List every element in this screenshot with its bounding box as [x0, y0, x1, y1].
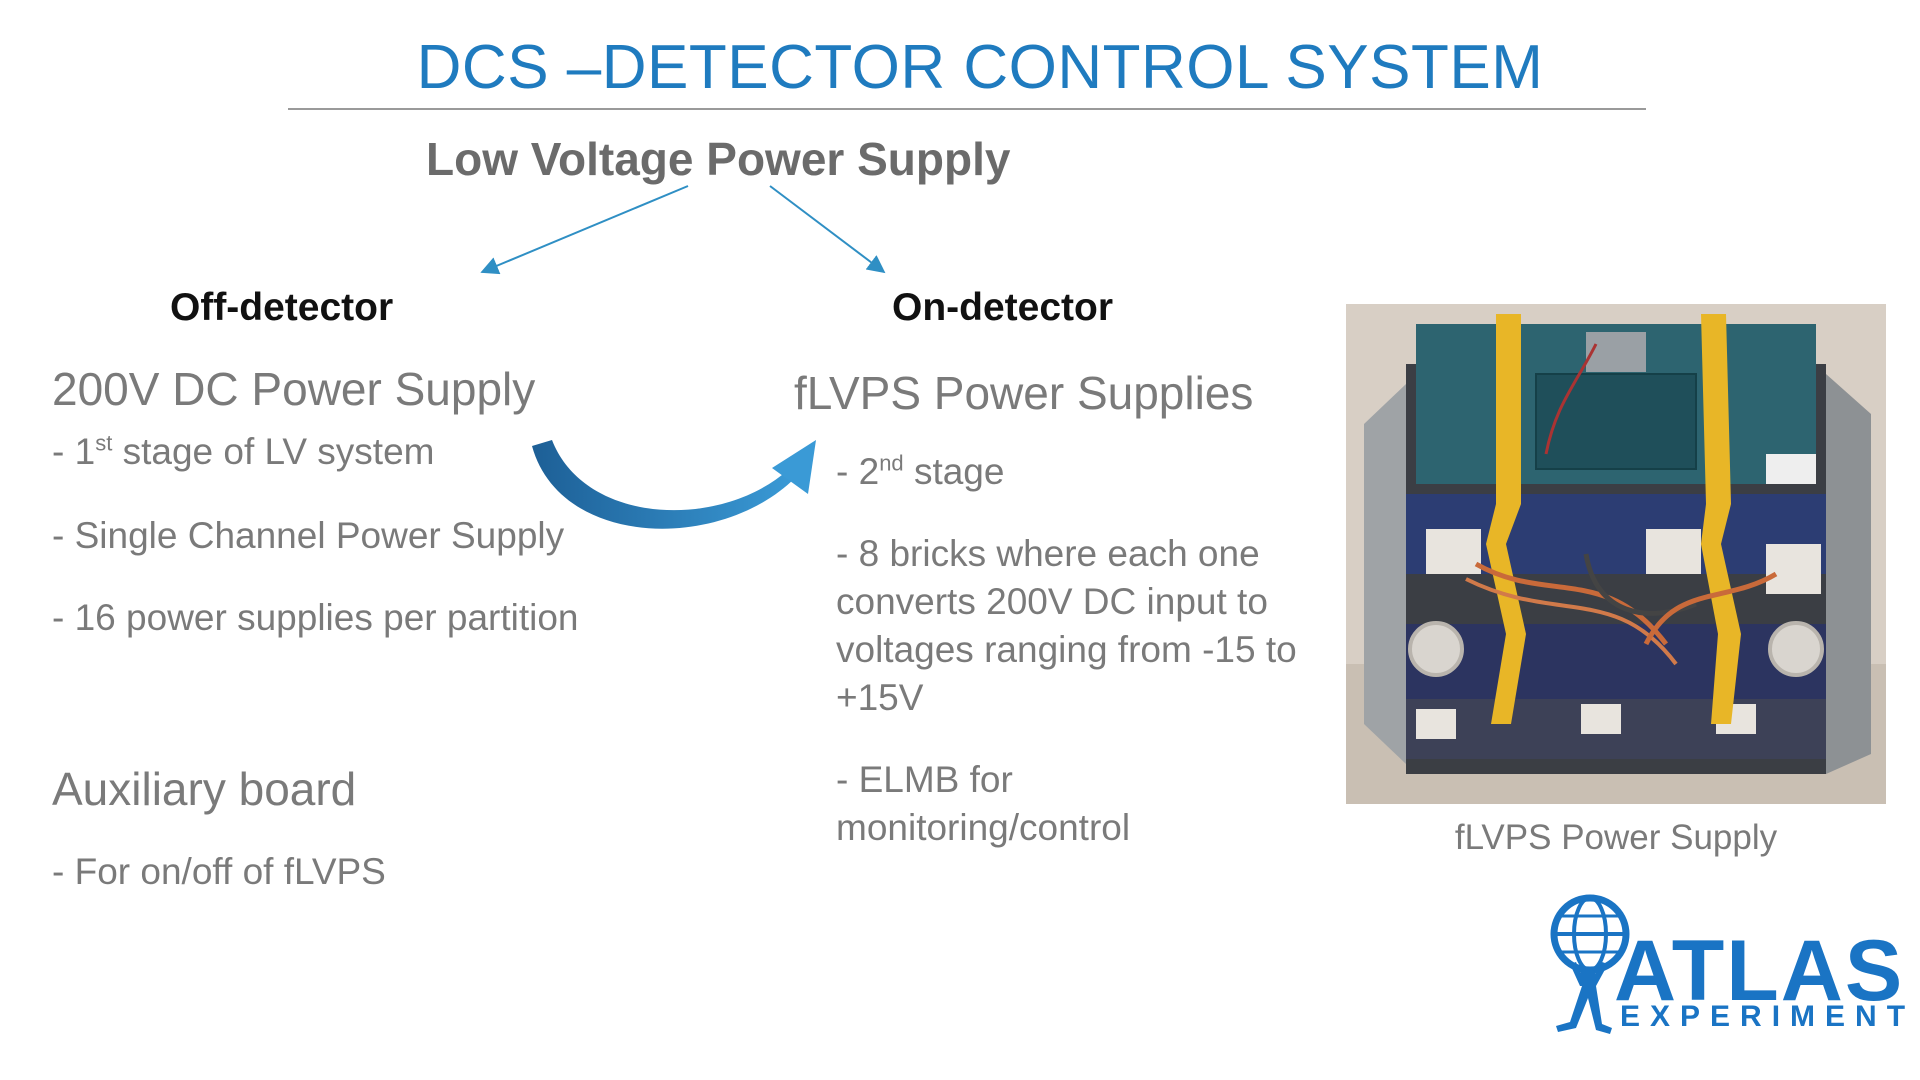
on-bullet-elmb: - ELMB for monitoring/control — [836, 759, 1131, 848]
branch-arrow-left-icon — [480, 185, 689, 275]
flvps-photo — [1346, 304, 1886, 804]
on-detector-heading: On-detector — [892, 286, 1114, 329]
atlas-logo: ATLAS EXPERIMENT — [1540, 894, 1905, 1044]
off-bullet-on-off: - For on/off of fLVPS — [52, 851, 386, 892]
off-detector-heading: Off-detector — [170, 286, 394, 329]
on-bullet-bricks: - 8 bricks where each one converts 200V … — [836, 533, 1297, 718]
title-divider — [288, 108, 1646, 110]
atlas-logo-sub: EXPERIMENT — [1620, 1000, 1916, 1033]
off-bullet-single-channel: - Single Channel Power Supply — [52, 515, 565, 556]
power-supply-200v-title: 200V DC Power Supply — [52, 363, 536, 415]
off-bullet-16-supplies: - 16 power supplies per partition — [52, 597, 579, 638]
branch-arrow-right-icon — [769, 185, 886, 274]
slide-subtitle: Low Voltage Power Supply — [426, 133, 1011, 185]
atlas-logo-name: ATLAS — [1614, 923, 1905, 1019]
auxiliary-board-title: Auxiliary board — [52, 763, 357, 815]
off-bullet-stage: - 1st stage of LV system — [52, 430, 435, 472]
slide-title: DCS –DETECTOR CONTROL SYSTEM — [416, 33, 1544, 102]
flvps-supplies-title: fLVPS Power Supplies — [794, 367, 1254, 419]
photo-caption: fLVPS Power Supply — [1454, 818, 1778, 857]
curved-arrow-icon — [532, 440, 816, 529]
atlas-globe-logo-icon — [1550, 894, 1630, 1034]
on-bullet-stage: - 2nd stage — [836, 450, 1005, 492]
